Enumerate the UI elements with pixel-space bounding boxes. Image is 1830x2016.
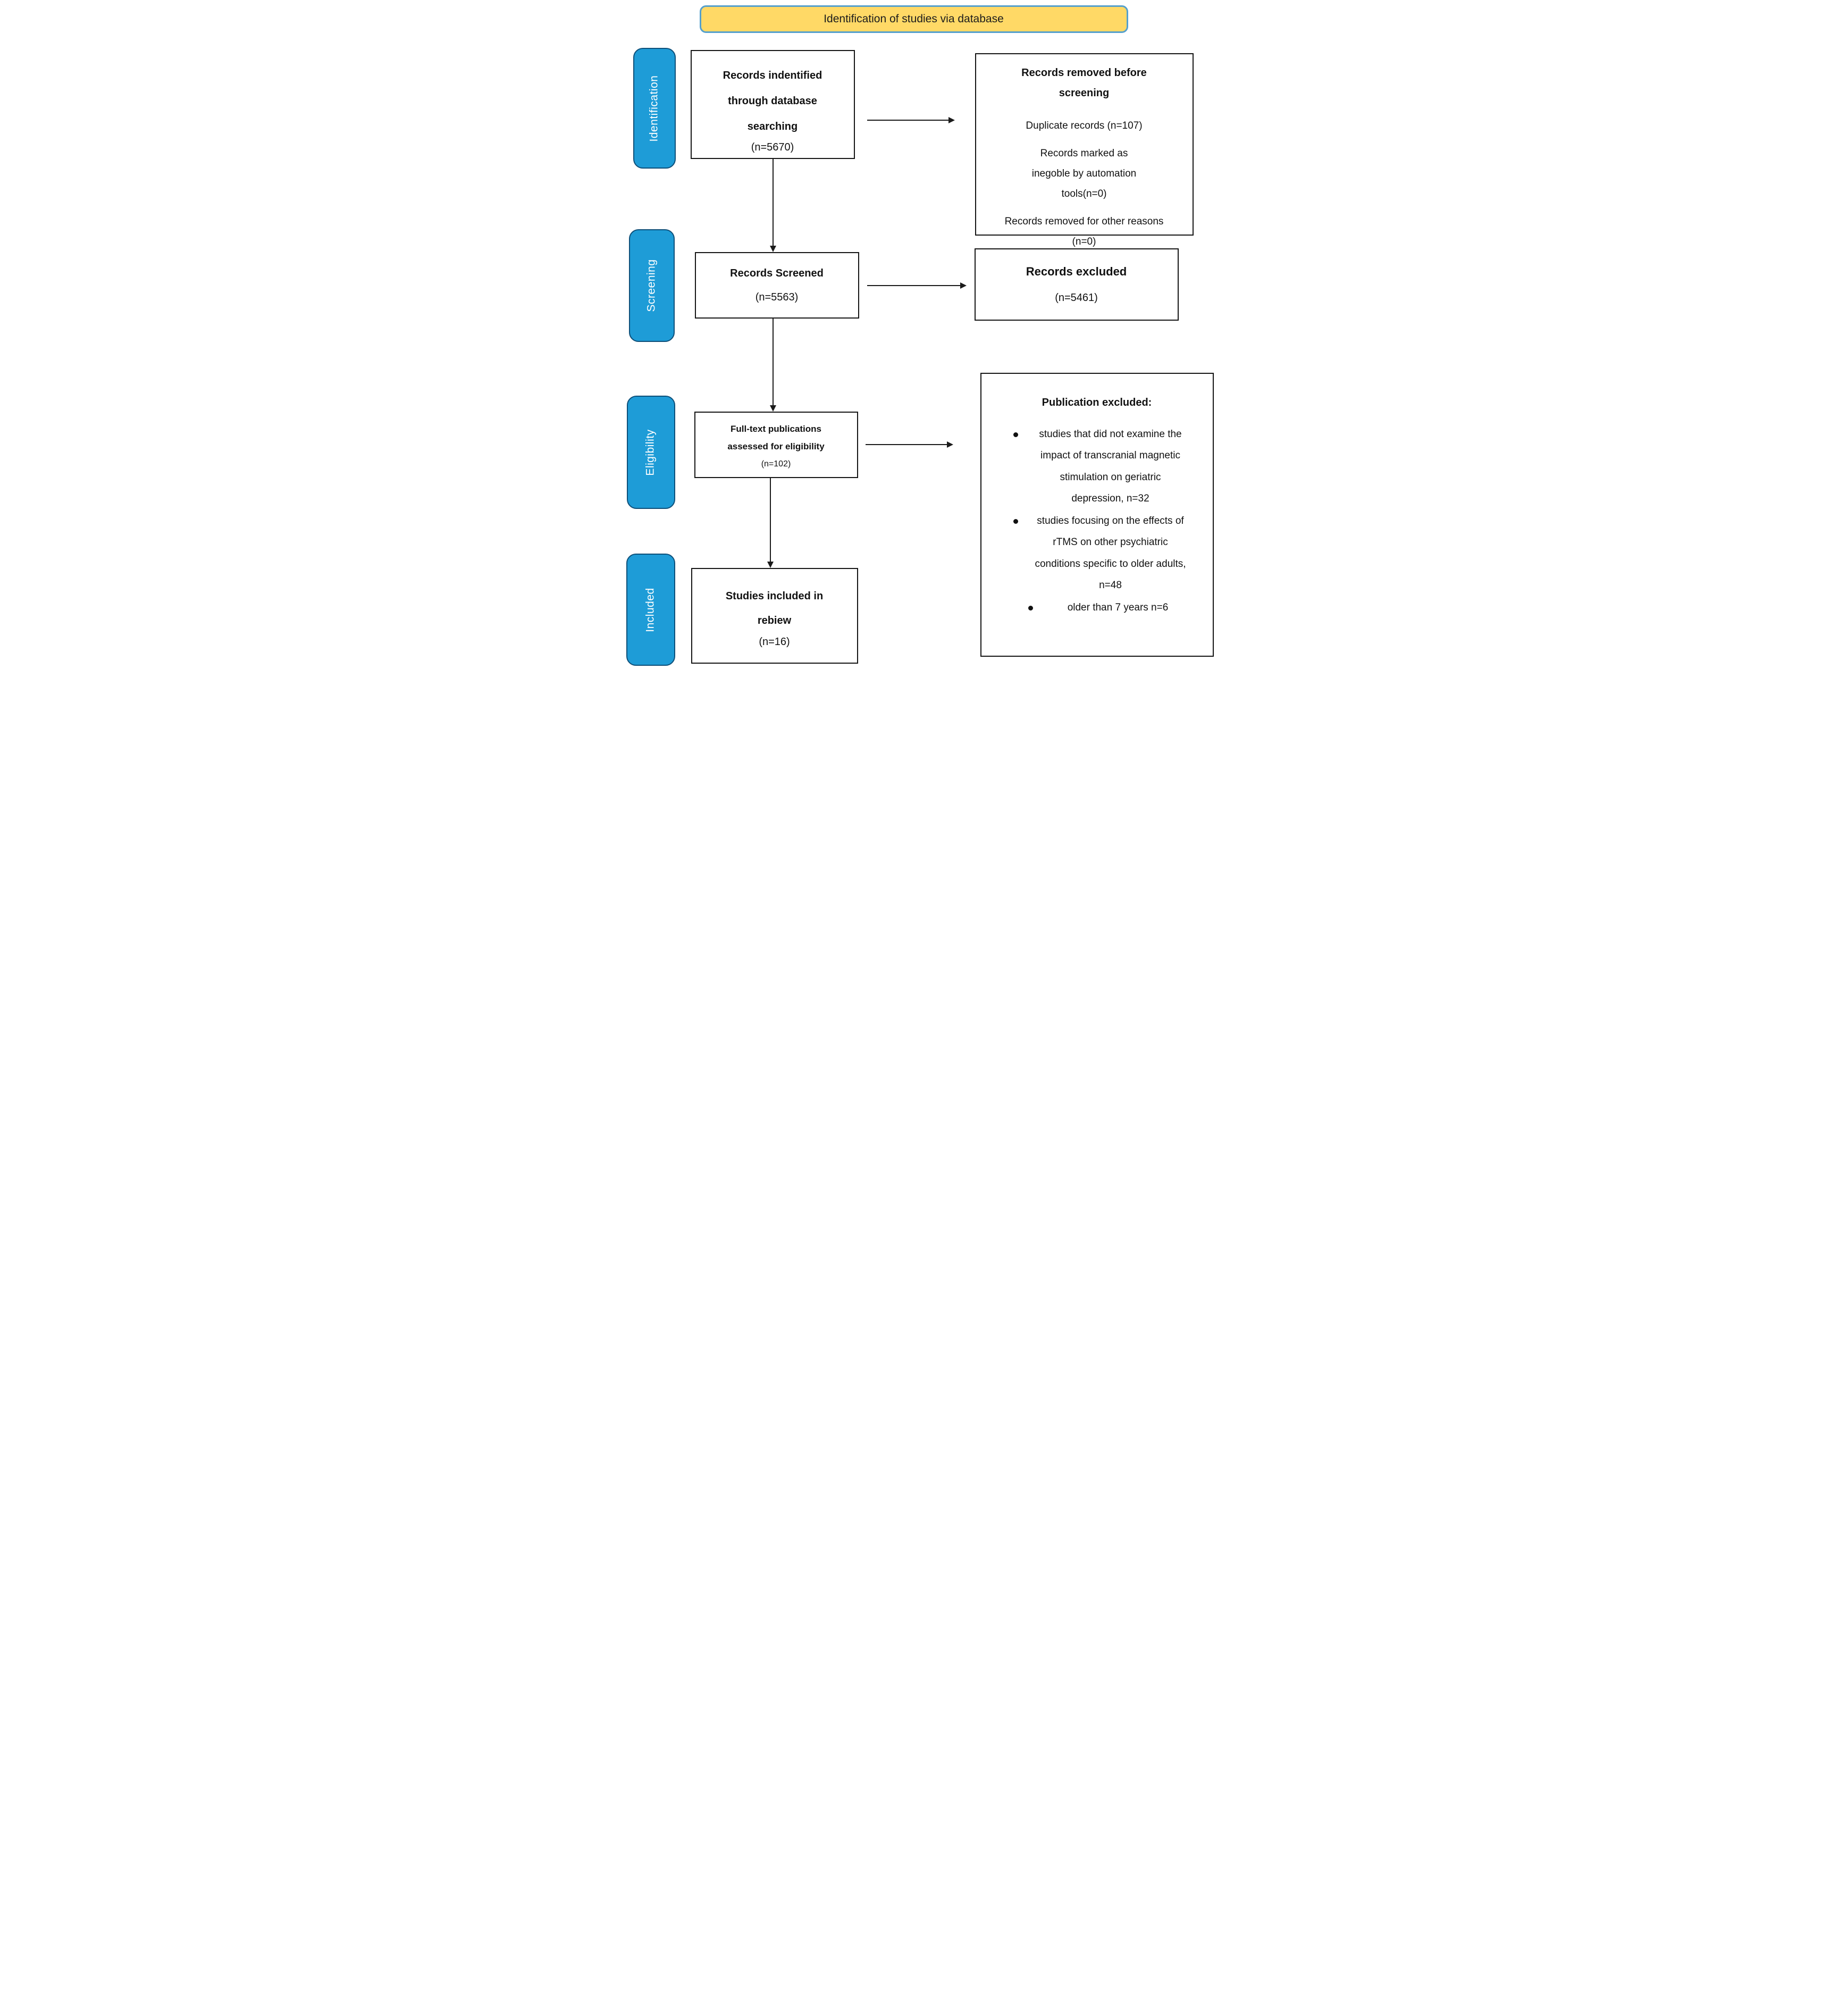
arrow-screened-to-excluded bbox=[867, 282, 967, 289]
stage-label-eligibility: Eligibility bbox=[626, 396, 675, 509]
box-records-removed: Records removed before screening Duplica… bbox=[975, 53, 1194, 247]
box-studies-included-count: (n=16) bbox=[759, 635, 790, 648]
bullet-icon bbox=[1013, 519, 1018, 524]
title-banner: Identification of studies via database bbox=[699, 5, 1128, 33]
stage-label-eligibility-text: Eligibility bbox=[644, 429, 657, 476]
box-records-identified-count: (n=5670) bbox=[751, 141, 794, 153]
box-records-screened: Records Screened (n=5563) bbox=[694, 252, 859, 319]
arrow-fulltext-to-publication-excluded bbox=[865, 441, 953, 448]
box-records-removed-title: Records removed before screening bbox=[1021, 67, 1147, 99]
arrow-fulltext-to-included bbox=[767, 478, 774, 568]
box-records-screened-count: (n=5563) bbox=[755, 291, 799, 303]
publication-excluded-bullet: studies focusing on the effects of rTMS … bbox=[991, 511, 1203, 596]
prisma-flow-diagram: Identification of studies via database I… bbox=[610, 0, 1220, 672]
box-fulltext-assessed-title: Full-text publications assessed for elig… bbox=[727, 424, 825, 451]
records-removed-item: Duplicate records (n=107) bbox=[1026, 120, 1143, 131]
box-studies-included-title: Studies included in rebiew bbox=[725, 590, 824, 626]
box-publication-excluded: Publication excluded: studies that did n… bbox=[980, 373, 1214, 657]
publication-excluded-bullet-text: studies focusing on the effects of rTMS … bbox=[1035, 515, 1186, 591]
box-publication-excluded-title: Publication excluded: bbox=[1042, 397, 1152, 408]
box-studies-included: Studies included in rebiew (n=16) bbox=[691, 568, 858, 664]
box-fulltext-assessed: Full-text publications assessed for elig… bbox=[694, 412, 858, 478]
box-records-identified: Records indentified through database sea… bbox=[690, 50, 855, 159]
records-removed-item: Records removed for other reasons (n=0) bbox=[1004, 216, 1164, 247]
box-records-screened-title: Records Screened bbox=[730, 267, 824, 279]
stage-label-included-text: Included bbox=[644, 587, 657, 632]
box-records-excluded: Records excluded (n=5461) bbox=[974, 248, 1179, 321]
bullet-icon bbox=[1013, 432, 1018, 437]
stage-label-identification: Identification bbox=[633, 48, 676, 169]
publication-excluded-bullet-text: older than 7 years n=6 bbox=[1067, 602, 1169, 614]
stage-label-screening: Screening bbox=[628, 229, 675, 342]
publication-excluded-bullet: older than 7 years n=6 bbox=[991, 597, 1203, 618]
records-removed-item: Records marked as inegoble by automation… bbox=[1031, 148, 1137, 199]
title-banner-label: Identification of studies via database bbox=[824, 13, 1004, 25]
stage-label-included: Included bbox=[626, 554, 675, 666]
publication-excluded-bullet: studies that did not examine the impact … bbox=[991, 424, 1203, 509]
box-records-excluded-count: (n=5461) bbox=[1055, 291, 1098, 304]
arrow-screened-to-fulltext bbox=[769, 319, 776, 412]
box-records-excluded-title: Records excluded bbox=[1026, 265, 1127, 279]
arrow-identified-to-removed bbox=[867, 117, 955, 123]
bullet-icon bbox=[1028, 606, 1033, 611]
arrow-identified-to-screened bbox=[769, 159, 776, 252]
box-fulltext-assessed-count: (n=102) bbox=[761, 459, 791, 469]
stage-label-identification-text: Identification bbox=[648, 75, 660, 141]
stage-label-screening-text: Screening bbox=[645, 259, 658, 312]
box-records-identified-title: Records indentified through database sea… bbox=[723, 70, 822, 132]
publication-excluded-bullet-text: studies that did not examine the impact … bbox=[1039, 429, 1182, 504]
